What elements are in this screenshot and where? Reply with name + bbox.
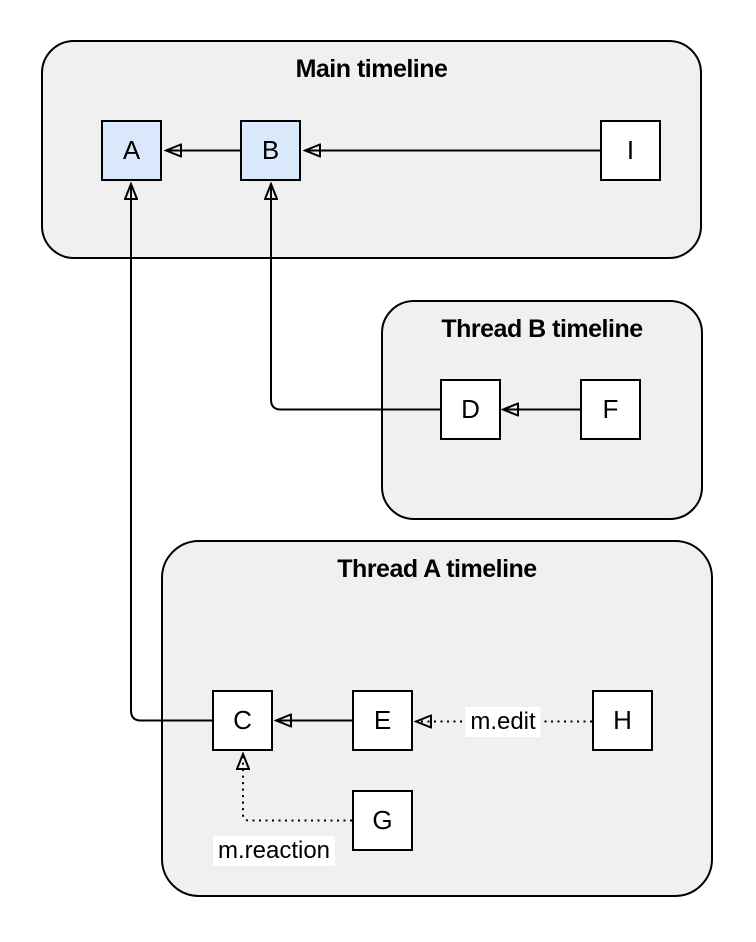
edge-g-to-c <box>243 754 352 822</box>
edge-c-to-a <box>131 184 212 722</box>
event-node-f: F <box>580 379 641 440</box>
thread-b-timeline-title: Thread B timeline <box>441 315 643 343</box>
thread-a-timeline-title: Thread A timeline <box>337 555 537 583</box>
event-node-d: D <box>440 379 501 440</box>
event-node-h: H <box>592 690 653 751</box>
event-node-c: C <box>212 690 273 751</box>
edge-label-m-reaction: m.reaction <box>212 836 336 866</box>
event-node-a: A <box>101 120 162 181</box>
edge-label-m-edit: m.edit <box>465 707 541 737</box>
event-node-g: G <box>352 790 413 851</box>
main-timeline-title: Main timeline <box>295 55 448 83</box>
event-node-b: B <box>240 120 301 181</box>
edge-d-to-b <box>271 184 440 411</box>
event-node-i: I <box>600 120 661 181</box>
event-node-e: E <box>352 690 413 751</box>
